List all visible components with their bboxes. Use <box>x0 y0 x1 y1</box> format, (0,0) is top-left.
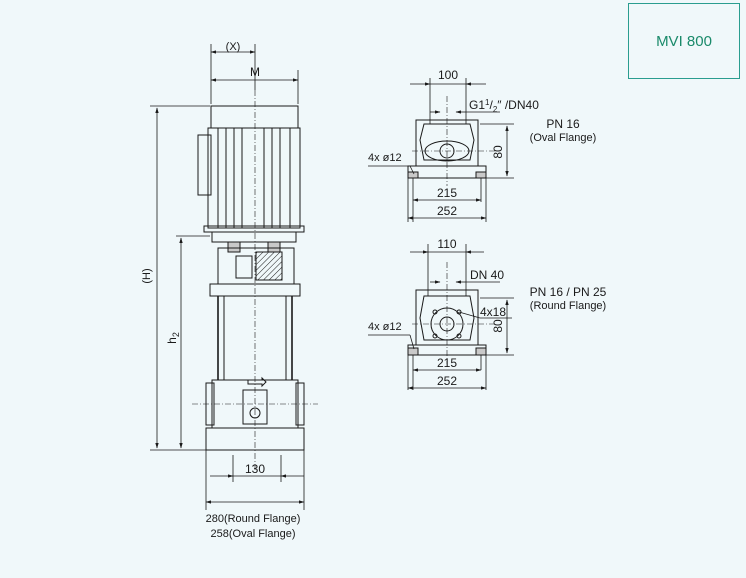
flow-arrow-icon <box>247 376 267 388</box>
oval-casing <box>419 123 475 161</box>
oval-label-252: 252 <box>437 204 457 218</box>
pump-side-view <box>192 90 318 470</box>
label-h2-sub: 2 <box>171 332 181 337</box>
round-flange-view: 110 DN 40 PN 16 / PN 25 (Round Flange) 4… <box>368 237 607 390</box>
bolt-hole <box>456 309 462 315</box>
round-foot-hole-left <box>407 347 419 356</box>
round-label-flange: (Round Flange) <box>530 300 606 312</box>
model-title: MVI 800 <box>656 32 712 50</box>
round-label-bolts: 4x18 <box>480 305 506 319</box>
oval-label-connection: G11/2″ /DN40 <box>469 98 539 114</box>
round-foot-hole-right <box>475 347 487 356</box>
motor-flange <box>203 225 305 233</box>
oval-foot-hole-left <box>407 171 419 179</box>
label-h2: h2 <box>165 332 181 344</box>
round-casing <box>419 295 475 341</box>
coupling-guard-right <box>267 241 281 253</box>
label-m: M <box>250 65 260 79</box>
connection-sup: 1 <box>485 98 490 107</box>
oval-label-pn: PN 16 <box>546 117 580 131</box>
round-label-215: 215 <box>437 356 457 370</box>
motor-body <box>207 127 301 229</box>
round-label-80: 80 <box>491 319 505 333</box>
terminal-box <box>197 134 212 196</box>
label-x: (X) <box>226 41 241 53</box>
oval-label-100: 100 <box>438 68 458 82</box>
label-h: (H) <box>141 268 153 283</box>
bolt-hole <box>432 309 438 315</box>
connection-sub: 2 <box>493 105 498 114</box>
oval-label-holes: 4x ø12 <box>368 152 402 164</box>
round-label-pn: PN 16 / PN 25 <box>530 285 607 299</box>
lantern-top <box>211 231 297 243</box>
connection-dn: ″ /DN40 <box>497 98 539 112</box>
coupling-hatch <box>255 251 283 281</box>
motor-fan-cover <box>210 105 299 129</box>
oval-foot-hole-right <box>475 171 487 179</box>
coupling <box>235 255 253 279</box>
label-base-round: 280(Round Flange) <box>206 513 301 525</box>
connection-g: G1 <box>469 98 485 112</box>
bolt-hole <box>456 333 462 339</box>
label-h2-main: h <box>165 337 179 344</box>
label-base-oval: 258(Oval Flange) <box>211 528 296 540</box>
pump-dimensions: (X) M (H) h2 130 280(Round Flange) 258(O… <box>141 41 305 540</box>
label-130: 130 <box>245 462 265 476</box>
round-label-holes: 4x ø12 <box>368 321 402 333</box>
coupling-guard-left <box>227 241 241 253</box>
bolt-hole <box>432 333 438 339</box>
oval-flange-view: 100 G11/2″ /DN40 PN 16 (Oval Flange) 4x … <box>368 68 596 222</box>
oval-label-215: 215 <box>437 186 457 200</box>
round-label-110: 110 <box>437 237 456 251</box>
title-box: MVI 800 <box>628 3 740 79</box>
oval-label-80: 80 <box>491 145 505 159</box>
motor-fins <box>217 128 291 228</box>
round-label-dn: DN 40 <box>470 268 504 282</box>
oval-label-flange: (Oval Flange) <box>530 132 597 144</box>
round-label-252: 252 <box>437 374 457 388</box>
